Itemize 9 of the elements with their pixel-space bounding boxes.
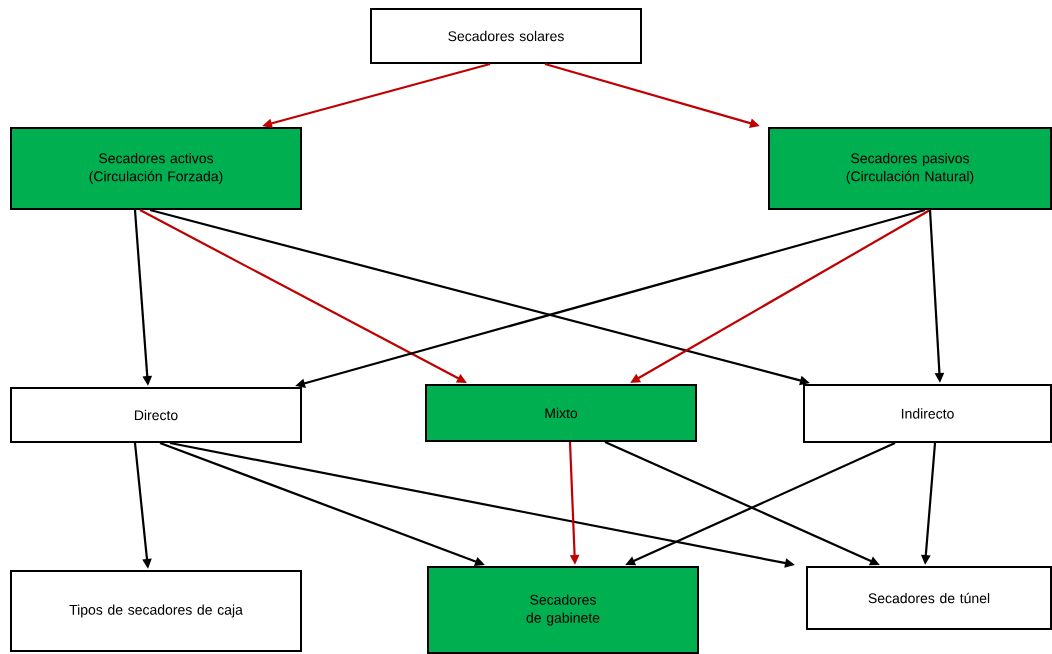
process-box: Secadores de túnel (806, 566, 1052, 630)
process-box: Secadores solares (370, 8, 642, 64)
category-box: Secadores pasivos (Circulación Natural) (768, 127, 1052, 210)
category-box: Secadores de gabinete (427, 566, 699, 654)
process-box: Directo (10, 387, 302, 443)
process-box: Tipos de secadores de caja (10, 570, 302, 652)
category-box: Mixto (425, 384, 697, 442)
process-box: Indirecto (803, 384, 1052, 443)
category-box: Secadores activos (Circulación Forzada) (10, 127, 302, 210)
